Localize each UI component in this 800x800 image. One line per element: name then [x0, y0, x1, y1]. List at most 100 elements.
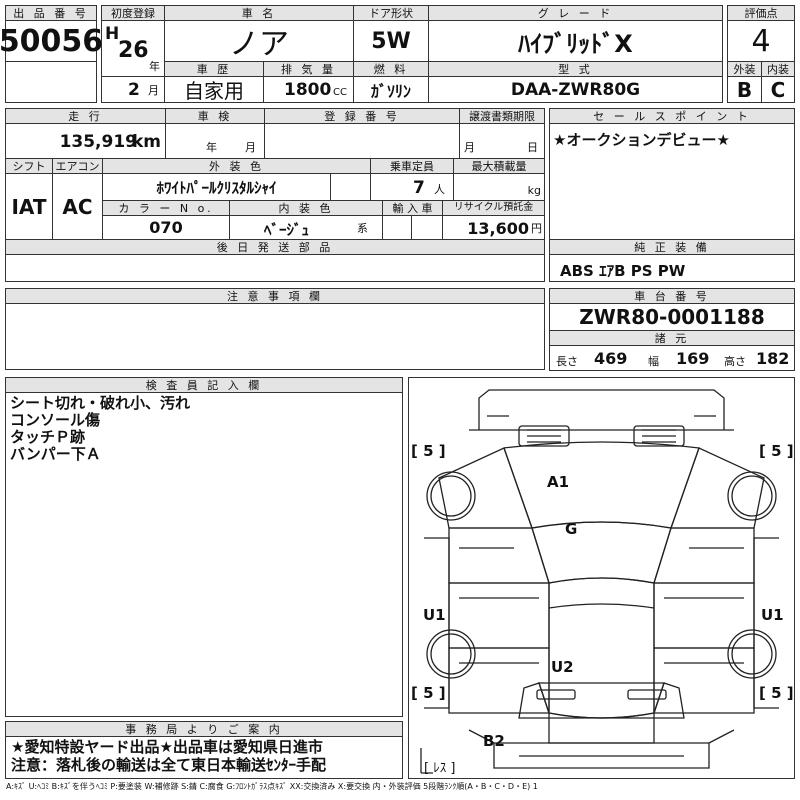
- caution-header: 注 意 事 項 欄: [5, 288, 545, 304]
- first-reg-year-cell: H 26 年: [101, 20, 165, 77]
- capacity-cell: 7 人: [370, 173, 454, 201]
- mark-b2: B2: [483, 732, 505, 750]
- import-header: 輸 入 車: [382, 200, 443, 216]
- sales-point-header: セ ー ル ス ポ イ ン ト: [549, 108, 795, 124]
- transfer-month-unit: 月: [464, 141, 475, 154]
- air-conditioner: AC: [52, 173, 103, 240]
- first-reg-header: 初度登録: [101, 5, 165, 21]
- reg-month: 2: [128, 80, 140, 100]
- recycle-cell: 13,600 円: [442, 215, 545, 240]
- int-color-unit: 系: [357, 222, 368, 235]
- import-cell-b: [411, 215, 443, 240]
- displacement-cell: 1800 CC: [263, 76, 354, 103]
- equipment-header: 純 正 装 備: [549, 239, 795, 255]
- later-parts-body: [5, 254, 545, 282]
- mark-u1-right: U1: [761, 606, 784, 624]
- damage-diagram: A1 G U1 U1 U2 B2 [ 5 ] [ 5 ] [ 5 ] [ 5 ]…: [408, 377, 795, 779]
- tire-rear-right: [ 5 ]: [759, 684, 794, 702]
- tire-front-left: [ 5 ]: [411, 442, 446, 460]
- shift-header: シフト: [5, 158, 53, 174]
- sales-point-body: ★オークションデビュー★: [549, 123, 795, 240]
- import-cell-a: [382, 215, 412, 240]
- inspection-year-unit: 年: [206, 141, 217, 154]
- year-unit: 年: [149, 60, 160, 73]
- legend-line: A:ｷｽﾞ U:ﾍｺﾐ B:ｷｽﾞを伴うﾍｺﾐ P:要塗装 W:補修跡 S:錆 …: [6, 782, 538, 791]
- exterior-grade: B: [727, 76, 762, 103]
- reg-year: 26: [118, 38, 149, 63]
- chassis-number: ZWR80-0001188: [549, 303, 795, 331]
- recycle-fee: 13,600: [467, 219, 529, 238]
- grade: ﾊｲﾌﾞﾘｯﾄﾞX: [428, 20, 723, 62]
- transfer-day-unit: 日: [527, 141, 538, 154]
- era-letter: H: [105, 24, 120, 44]
- mileage-cell: 135,919 km: [5, 123, 166, 159]
- displacement-unit: CC: [333, 87, 347, 98]
- model-header: 型 式: [428, 61, 723, 77]
- displacement-header: 排 気 量: [263, 61, 354, 77]
- inspector-body: シート切れ・破れ小、汚れ コンソール傷 タッチＰ跡 バンパー下Ａ: [5, 392, 403, 717]
- grade-header: グ レ ー ド: [428, 5, 723, 21]
- recycle-unit: 円: [531, 222, 542, 235]
- door-type: 5W: [353, 20, 429, 62]
- height-label: 高さ: [724, 355, 746, 368]
- width-label: 幅: [648, 355, 659, 368]
- interior-header: 内装: [761, 61, 795, 77]
- inspection-cell: 年 月: [165, 123, 265, 159]
- mark-u1-left: U1: [423, 606, 446, 624]
- mileage-header: 走 行: [5, 108, 166, 124]
- recycle-header: リサイクル預託金: [442, 200, 545, 216]
- lot-no-blank: [5, 61, 97, 103]
- equipment-body: ABS ｴｱB PS PW: [549, 254, 795, 282]
- capacity-unit: 人: [434, 183, 445, 196]
- office-notes: ★愛知特設ヤード出品★出品車は愛知県日進市 注意：落札後の輸送は全て東日本輸送ｾ…: [11, 738, 327, 774]
- equipment-text: ABS ｴｱB PS PW: [560, 262, 686, 280]
- transfer-cell: 月 日: [459, 123, 545, 159]
- specs-header: 諸 元: [549, 330, 795, 346]
- caution-body: [5, 303, 545, 370]
- length-label: 長さ: [556, 355, 578, 368]
- transfer-header: 譲渡書類期限: [459, 108, 545, 124]
- tire-front-right: [ 5 ]: [759, 442, 794, 460]
- max-load-unit: kg: [527, 184, 541, 197]
- chassis-header: 車 台 番 号: [549, 288, 795, 304]
- office-body: ★愛知特設ヤード出品★出品車は愛知県日進市 注意：落札後の輸送は全て東日本輸送ｾ…: [5, 736, 403, 779]
- exterior-color: ﾎﾜｲﾄﾊﾟｰﾙｸﾘｽﾀﾙｼｬｲ: [102, 173, 331, 201]
- ext-color-header: 外 装 色: [102, 158, 371, 174]
- lot-no-header: 出 品 番 号: [5, 5, 97, 21]
- lot-number: 50056: [0, 20, 103, 62]
- specs-body: 長さ 469 幅 169 高さ 182: [549, 345, 795, 371]
- tire-rear-left: [ 5 ]: [411, 684, 446, 702]
- capacity: 7: [413, 178, 425, 198]
- car-name: ノア: [164, 20, 354, 62]
- sales-point-text: ★オークションデビュー★: [553, 131, 730, 149]
- ext-color-blank: [330, 173, 371, 201]
- int-color-cell: ﾍﾞｰｼﾞｭ 系: [229, 215, 383, 240]
- int-color-header: 内 装 色: [229, 200, 383, 216]
- exterior-header: 外装: [727, 61, 762, 77]
- inspection-header: 車 検: [165, 108, 265, 124]
- ac-header: エアコン: [52, 158, 103, 174]
- reg-no-header: 登 録 番 号: [264, 108, 460, 124]
- shift: IAT: [5, 173, 53, 240]
- height-value: 182: [756, 349, 790, 368]
- car-outline-diagram: A1 G U1 U1 U2 B2 [ 5 ] [ 5 ] [ 5 ] [ 5 ]…: [411, 389, 794, 776]
- max-load-cell: kg: [453, 173, 545, 201]
- score: 4: [727, 20, 795, 62]
- office-header: 事 務 局 よ り ご 案 内: [5, 721, 403, 737]
- mark-u2: U2: [551, 658, 574, 676]
- mark-g: G: [565, 520, 577, 538]
- mileage: 135,919: [59, 132, 137, 152]
- mileage-unit: km: [131, 132, 161, 152]
- reg-no-cell: [264, 123, 460, 159]
- inspector-notes: シート切れ・破れ小、汚れ コンソール傷 タッチＰ跡 バンパー下Ａ: [10, 394, 191, 463]
- history: 自家用: [164, 76, 264, 103]
- model-code: DAA-ZWR80G: [428, 76, 723, 103]
- color-number: 070: [102, 215, 230, 240]
- inspector-header: 検 査 員 記 入 欄: [5, 377, 403, 393]
- interior-grade: C: [761, 76, 795, 103]
- color-no-header: カ ラ ー N o.: [102, 200, 230, 216]
- door-header: ドア形状: [353, 5, 429, 21]
- displacement: 1800: [284, 80, 332, 100]
- spare-tire: [ ﾚｽ ]: [424, 761, 455, 776]
- width-value: 169: [676, 349, 710, 368]
